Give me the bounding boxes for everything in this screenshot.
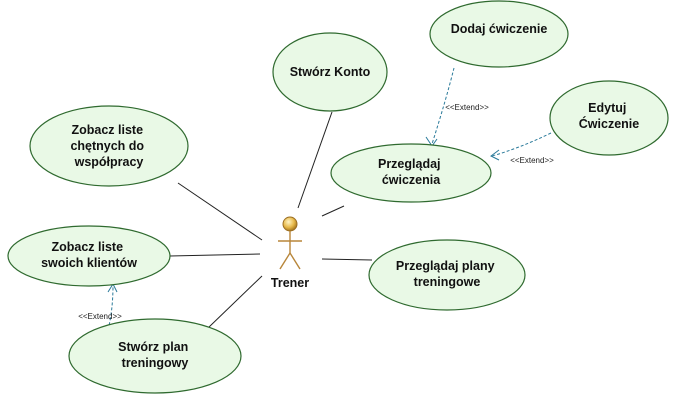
use-case-stworz-plan[interactable]: Stwórz plan treningowy bbox=[68, 318, 242, 394]
svg-text:Zobacz liste chętnych do: Zobacz liste chętnych do współpracy bbox=[70, 123, 147, 169]
use-case-label: chętnych do bbox=[70, 139, 144, 153]
svg-text:Przeglądaj plany trening: Przeglądaj plany treningowe bbox=[396, 259, 498, 289]
use-case-label: Stwórz Konto bbox=[290, 65, 371, 79]
actor-head-icon bbox=[282, 216, 298, 232]
use-case-edytuj-cwiczenie[interactable]: Edytuj Ćwiczenie bbox=[549, 80, 669, 156]
use-case-zobacz-chetnych[interactable]: Zobacz liste chętnych do współpracy bbox=[29, 105, 189, 187]
svg-text:Zobacz liste swoich klie: Zobacz liste swoich klientów bbox=[41, 240, 137, 270]
extend-arrowhead-icon bbox=[490, 149, 500, 161]
use-case-label: Zobacz liste bbox=[51, 240, 123, 254]
svg-text:Przeglądaj ćwiczenia: Przeglądaj ćwiczenia bbox=[378, 157, 444, 187]
extend-dodaj-to-przegladaj bbox=[431, 67, 455, 145]
actor-right-leg-icon bbox=[289, 252, 301, 270]
use-case-label: Dodaj ćwiczenie bbox=[451, 22, 548, 36]
assoc-stworz-plan bbox=[207, 275, 263, 329]
use-case-dodaj-cwiczenie[interactable]: Dodaj ćwiczenie bbox=[429, 0, 569, 68]
use-case-label: treningowy bbox=[122, 356, 189, 370]
use-case-label: treningowe bbox=[414, 275, 481, 289]
svg-text:Dodaj ćwiczenie: Dodaj ćwiczenie bbox=[451, 22, 548, 36]
svg-text:Edytuj Ćwiczenie: Edytuj Ćwiczenie bbox=[579, 101, 639, 131]
use-case-label: Stwórz plan bbox=[118, 340, 188, 354]
extend-stworz-plan-to-klientow bbox=[107, 284, 114, 331]
assoc-zobacz-chetnych bbox=[177, 182, 263, 241]
use-case-label: Przeglądaj plany bbox=[396, 259, 495, 273]
use-case-label: ćwiczenia bbox=[382, 173, 441, 187]
use-case-przegladaj-plany[interactable]: Przeglądaj plany treningowe bbox=[368, 239, 526, 311]
actor-left-leg-icon bbox=[279, 252, 291, 270]
use-case-label: swoich klientów bbox=[41, 256, 137, 270]
use-case-label: Przeglądaj bbox=[378, 157, 441, 171]
use-case-label: współpracy bbox=[74, 155, 144, 169]
svg-text:Stwórz Konto: Stwórz Konto bbox=[290, 65, 371, 79]
extend-label-plan: <<Extend>> bbox=[78, 312, 122, 321]
assoc-przegladaj-cwiczenia bbox=[321, 205, 345, 217]
extend-label-dodaj: <<Extend>> bbox=[445, 103, 489, 112]
use-case-label: Zobacz liste bbox=[71, 123, 143, 137]
use-case-label: Edytuj bbox=[588, 101, 626, 115]
associations bbox=[169, 111, 373, 329]
actor-name: Trener bbox=[271, 276, 309, 290]
use-case-stworz-konto[interactable]: Stwórz Konto bbox=[272, 32, 388, 112]
actor-trener[interactable]: Trener bbox=[271, 216, 309, 290]
use-case-przegladaj-cwiczenia[interactable]: Przeglądaj ćwiczenia bbox=[330, 143, 492, 203]
svg-text:Stwórz plan treningowy: Stwórz plan treningowy bbox=[118, 340, 192, 370]
use-case-label: Ćwiczenie bbox=[579, 116, 639, 131]
use-case-zobacz-klientow[interactable]: Zobacz liste swoich klientów bbox=[7, 225, 171, 287]
assoc-przegladaj-plany bbox=[321, 258, 373, 261]
assoc-stworz-konto bbox=[297, 111, 333, 209]
extend-edytuj-to-przegladaj bbox=[491, 132, 552, 157]
extend-label-edytuj: <<Extend>> bbox=[510, 156, 554, 165]
assoc-zobacz-klientow bbox=[169, 253, 261, 257]
